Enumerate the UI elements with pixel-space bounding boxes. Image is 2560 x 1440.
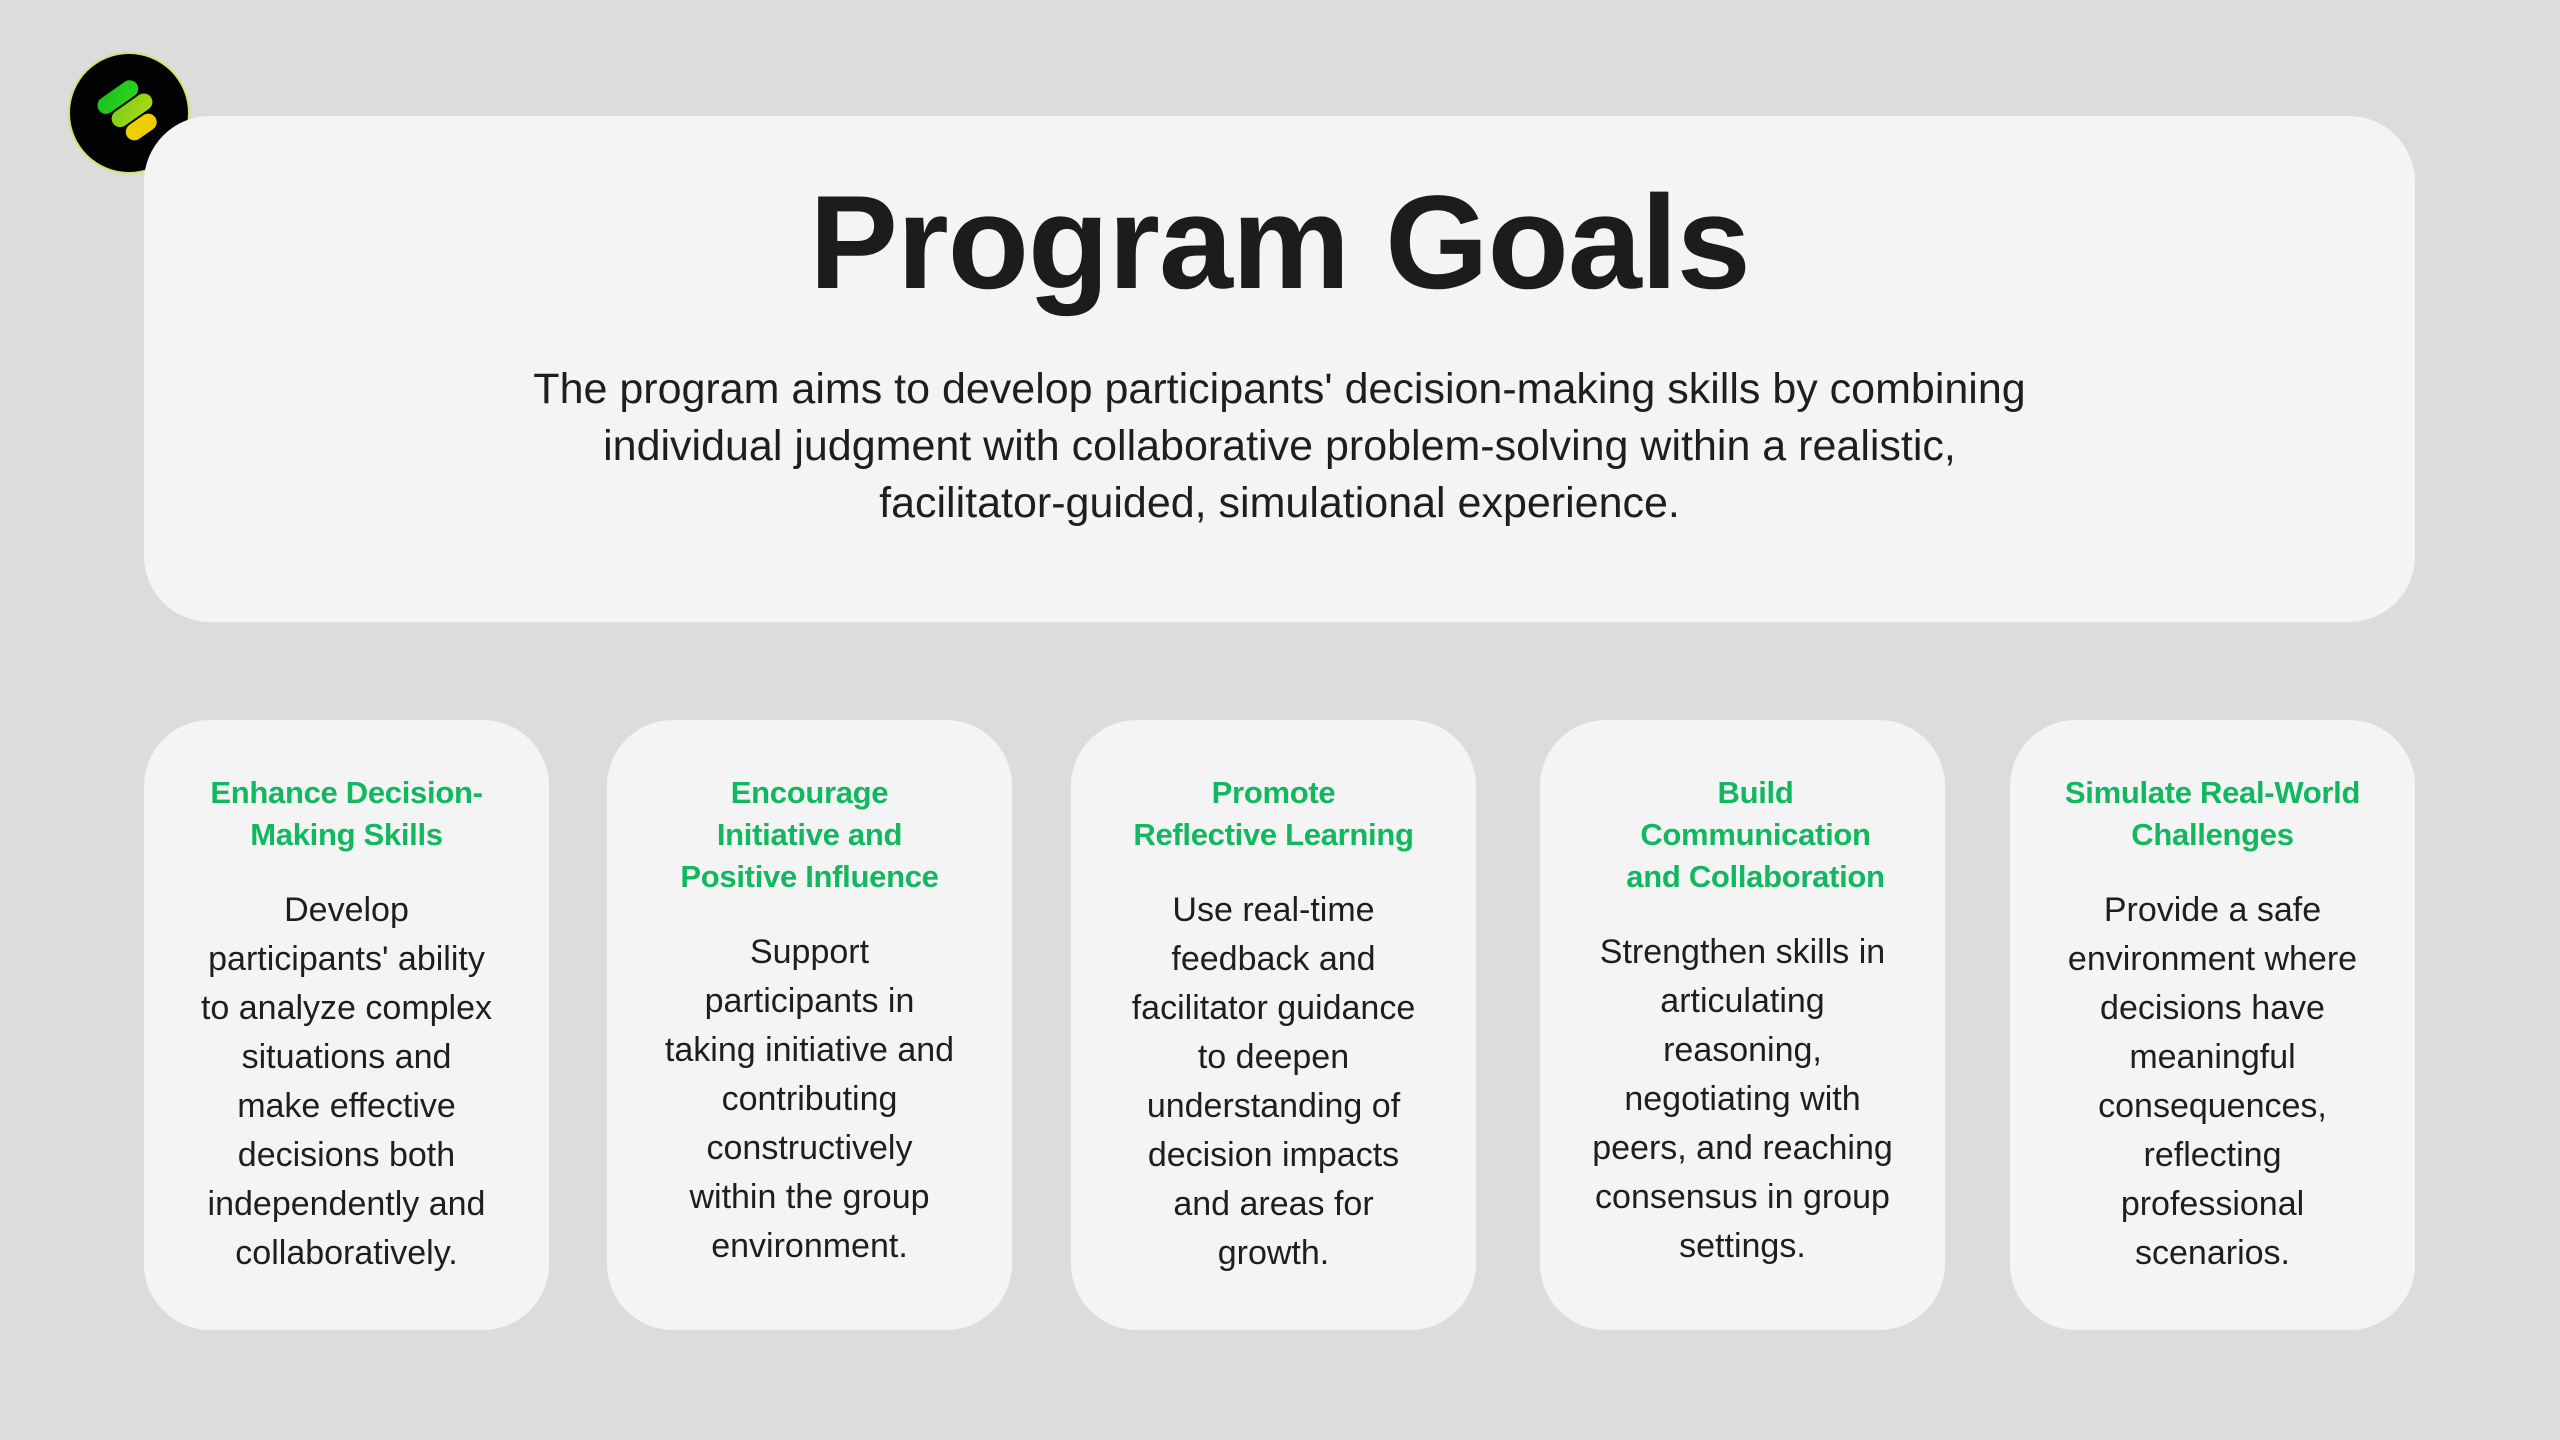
- intro-text: The program aims to develop participants…: [344, 361, 2215, 532]
- goal-description-line: reasoning,: [1663, 1031, 1822, 1069]
- goal-description: Strengthen skills in articulating reason…: [1592, 928, 1893, 1271]
- goal-heading-line: Enhance Decision-: [210, 775, 483, 810]
- goal-description-line: consensus in group: [1595, 1178, 1890, 1216]
- goal-description-line: Use real-time: [1172, 891, 1375, 929]
- goal-description-line: reflecting: [2143, 1136, 2282, 1174]
- goal-description-line: independently and: [207, 1185, 486, 1223]
- intro-card: Program Goals The program aims to develo…: [144, 116, 2415, 622]
- goal-heading-line: Challenges: [2131, 817, 2294, 852]
- goal-description-line: decisions both: [237, 1136, 456, 1174]
- goal-heading: Promote Reflective Learning: [1133, 772, 1414, 856]
- goal-description-line: feedback and: [1171, 940, 1376, 978]
- goal-description-line: Support: [749, 933, 870, 971]
- goal-description-line: decision impacts: [1147, 1136, 1400, 1174]
- goal-description-line: participants' ability: [208, 940, 485, 978]
- goal-heading: Encourage Initiative and Positive Influe…: [680, 772, 938, 898]
- goal-description-line: articulating: [1660, 982, 1825, 1020]
- goal-description-line: environment where: [2067, 940, 2358, 978]
- intro-line: individual judgment with collaborative p…: [603, 422, 1956, 470]
- goal-heading-line: and Collaboration: [1626, 859, 1885, 894]
- goal-description-line: taking initiative and: [664, 1031, 955, 1069]
- goal-description-line: understanding of: [1146, 1087, 1401, 1125]
- goal-heading-line: Promote: [1211, 775, 1336, 810]
- goal-description-line: contributing: [721, 1080, 898, 1118]
- goal-description-line: professional: [2120, 1185, 2305, 1223]
- goal-card-real-world: Simulate Real-World Challenges Provide a…: [2010, 720, 2415, 1330]
- brand-logo-icon: [97, 80, 157, 141]
- goal-description-line: within the group: [689, 1178, 930, 1216]
- goal-description-line: to analyze complex: [200, 989, 493, 1027]
- goal-description-line: growth.: [1217, 1234, 1330, 1272]
- goal-description-line: scenarios.: [2135, 1234, 2290, 1272]
- goal-description-line: participants in: [704, 982, 915, 1020]
- goal-description-line: peers, and reaching: [1592, 1129, 1893, 1167]
- goal-heading-line: Simulate Real-World: [2064, 775, 2361, 810]
- goal-description-line: environment.: [711, 1227, 908, 1265]
- goal-heading: Build Communication and Collaboration: [1626, 772, 1885, 898]
- goal-heading-line: Positive Influence: [680, 859, 939, 894]
- intro-line: facilitator-guided, simulational experie…: [879, 479, 1680, 527]
- goal-heading-line: Reflective Learning: [1133, 817, 1414, 852]
- goal-description-line: collaboratively.: [235, 1234, 458, 1272]
- goal-description-line: Develop: [284, 891, 409, 929]
- goal-description-line: decisions have: [2100, 989, 2325, 1027]
- goal-description-line: Strengthen skills in: [1599, 933, 1886, 971]
- goal-description: Support participants in taking initiativ…: [665, 928, 954, 1271]
- goal-description-line: consequences,: [2098, 1087, 2327, 1125]
- goal-description-line: negotiating with: [1624, 1080, 1861, 1118]
- goal-heading-line: Build: [1717, 775, 1794, 810]
- goal-heading-line: Encourage: [730, 775, 889, 810]
- goal-description-line: and areas for: [1173, 1185, 1374, 1223]
- goal-description: Develop participants' ability to analyze…: [201, 886, 492, 1278]
- goal-heading-line: Initiative and: [716, 817, 903, 852]
- goal-card-initiative: Encourage Initiative and Positive Influe…: [607, 720, 1012, 1330]
- goal-description-line: situations and: [241, 1038, 452, 1076]
- goal-description-line: settings.: [1679, 1227, 1806, 1265]
- brand-logo: [70, 54, 188, 172]
- goal-card-decision-making: Enhance Decision- Making Skills Develop …: [144, 720, 549, 1330]
- goal-heading: Simulate Real-World Challenges: [2065, 772, 2360, 856]
- page-title: Program Goals: [809, 169, 1750, 317]
- goal-description-line: constructively: [706, 1129, 913, 1167]
- goal-description-line: facilitator guidance: [1131, 989, 1416, 1027]
- goal-card-reflective-learning: Promote Reflective Learning Use real-tim…: [1071, 720, 1476, 1330]
- goal-card-communication: Build Communication and Collaboration St…: [1540, 720, 1945, 1330]
- goal-description-line: to deepen: [1197, 1038, 1350, 1076]
- goal-description: Use real-time feedback and facilitator g…: [1132, 886, 1416, 1278]
- goal-description-line: Provide a safe: [2103, 891, 2322, 929]
- goal-description: Provide a safe environment where decisio…: [2068, 886, 2357, 1278]
- goal-description-line: meaningful: [2129, 1038, 2296, 1076]
- goal-description-line: make effective: [237, 1087, 456, 1125]
- intro-line: The program aims to develop participants…: [533, 365, 2026, 413]
- goal-heading: Enhance Decision- Making Skills: [210, 772, 483, 856]
- goal-heading-line: Communication: [1640, 817, 1871, 852]
- goal-heading-line: Making Skills: [250, 817, 443, 852]
